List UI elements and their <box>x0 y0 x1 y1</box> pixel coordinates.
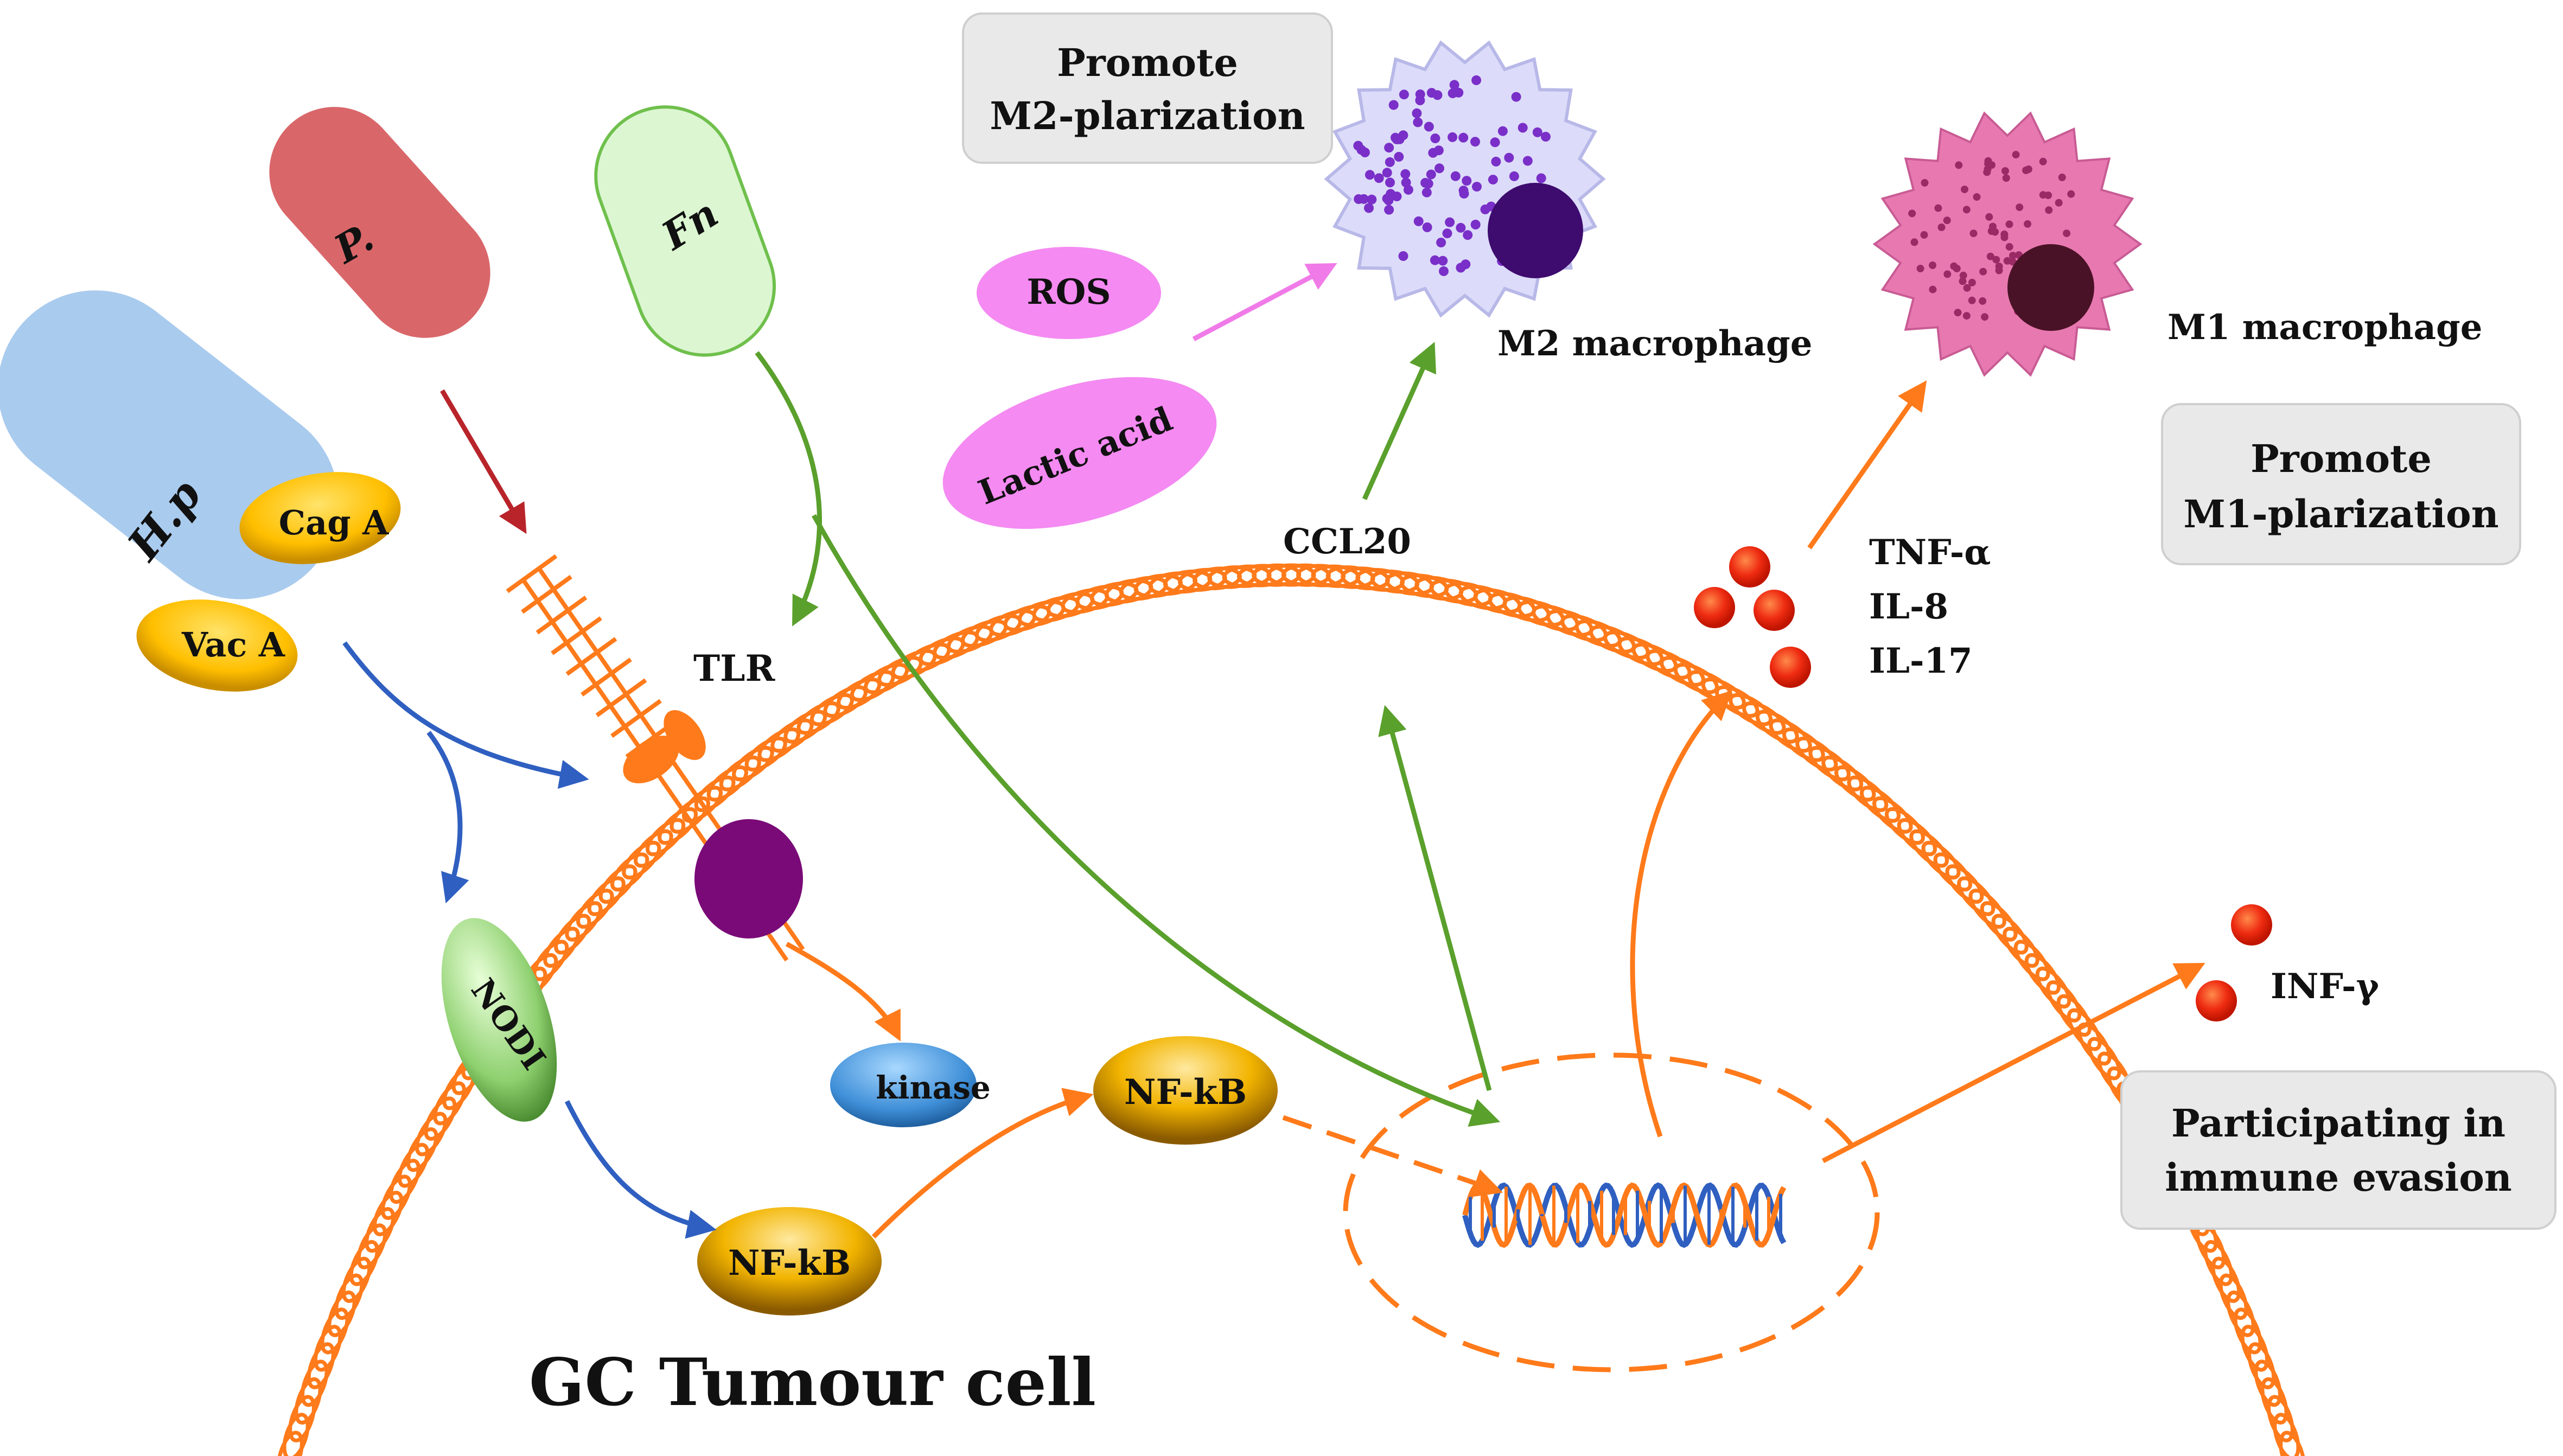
arrow-ccl20-to-m2 <box>1362 342 1437 500</box>
cell-label: GC Tumour cell <box>529 1344 1096 1421</box>
arrow-nfkb-to-dna <box>1282 1115 1503 1197</box>
ros-node: ROS <box>977 247 1161 339</box>
nucleus <box>1343 1052 1880 1372</box>
p-bacterium: P. <box>269 107 490 338</box>
cag-a-label: Cag A <box>279 503 389 542</box>
lactic-acid-node: Lactic acid <box>942 377 1217 529</box>
tlr-receptor <box>506 554 805 962</box>
arrow-fn-to-tlr <box>755 351 823 627</box>
arrow-dna-to-ccl20 <box>1378 705 1492 1091</box>
ccl20-label: CCL20 <box>1283 521 1411 562</box>
promote-m2-box: Promote M2-plarization <box>962 12 1333 164</box>
inf-particles <box>2196 904 2272 1021</box>
arrow-nfkb-lower-to-upper <box>871 1088 1094 1239</box>
il8-label: IL-8 <box>1869 586 1948 627</box>
kinase-label: kinase <box>876 1069 991 1106</box>
immune-evasion-box: Participating in immune evasion <box>2120 1070 2556 1230</box>
m1-macrophage <box>1872 111 2143 377</box>
tlr-adaptor-protein <box>694 819 803 938</box>
promote-m1-box: Promote M1-plarization <box>2161 403 2521 565</box>
arrow-cytokines-to-m1 <box>1807 380 1927 550</box>
promote-m2-line1: Promote <box>1057 40 1238 85</box>
arrow-metabolites-to-m2 <box>1192 263 1337 341</box>
nfkb-node-upper: NF-kB <box>1093 1036 1278 1145</box>
arrow-fn-to-nucleus <box>812 514 1501 1127</box>
dna-helix <box>1462 1182 1787 1248</box>
immune-evasion-line1: Participating in <box>2171 1101 2505 1146</box>
cytokine-particles <box>1694 546 1811 688</box>
cell-membrane <box>277 563 2306 1456</box>
kinase-node: kinase <box>830 1043 991 1127</box>
tlr-label: TLR <box>693 647 776 689</box>
arrow-nod1-to-nfkb <box>564 1100 717 1239</box>
nfkb-node-lower: NF-kB <box>697 1207 882 1315</box>
immune-evasion-line2: immune evasion <box>2165 1155 2512 1200</box>
arrow-p-to-tlr <box>440 389 527 534</box>
arrow-dna-to-inf <box>1821 963 2205 1163</box>
tnf-label: TNF-α <box>1869 532 1991 573</box>
m2-label: M2 macrophage <box>1497 323 1812 364</box>
promote-m1-line2: M1-plarization <box>2183 491 2498 537</box>
fn-bacterium: Fn <box>594 105 776 357</box>
arrow-hp-to-nod1 <box>426 731 469 904</box>
nod1-receptor: NODI <box>441 918 557 1122</box>
m2-macrophage <box>1324 40 1606 318</box>
promote-m1-line1: Promote <box>2250 436 2432 481</box>
arrow-dna-to-cytokines <box>1630 690 1732 1138</box>
ros-label: ROS <box>1027 272 1111 312</box>
arrow-hp-to-tlr <box>342 641 589 789</box>
promote-m2-line2: M2-plarization <box>990 93 1305 138</box>
nfkb-lower-label: NF-kB <box>728 1243 851 1283</box>
cag-a-badge: Cag A <box>239 472 401 564</box>
nfkb-upper-label: NF-kB <box>1124 1072 1247 1113</box>
il17-label: IL-17 <box>1869 641 1973 681</box>
hp-bacterium: H.p <box>0 290 339 599</box>
m1-label: M1 macrophage <box>2167 307 2482 348</box>
vac-a-label: Vac A <box>181 625 285 665</box>
inf-label: INF-γ <box>2271 966 2380 1007</box>
vac-a-badge: Vac A <box>136 599 298 692</box>
arrow-tlr-to-kinase <box>785 942 901 1042</box>
